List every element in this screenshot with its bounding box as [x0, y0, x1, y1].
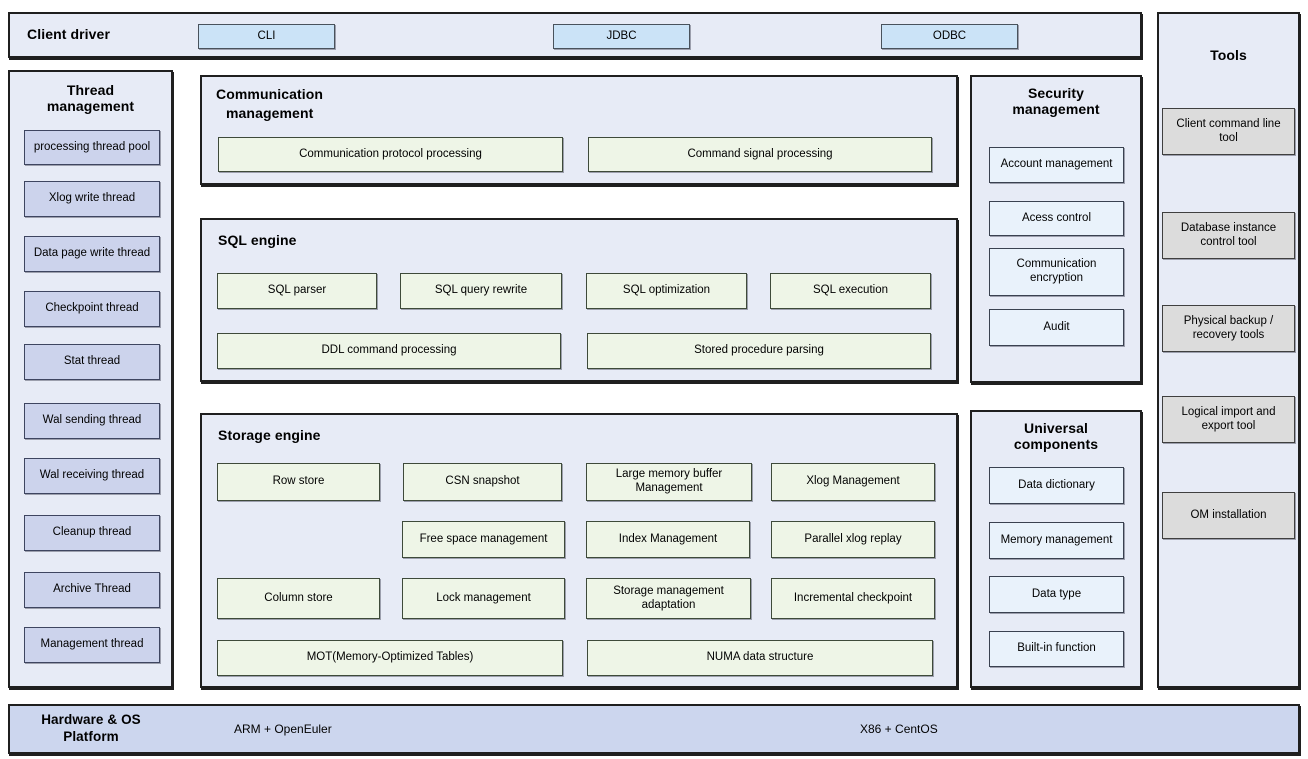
thread-item: Wal sending thread	[24, 403, 160, 439]
universal-item: Memory management	[989, 522, 1124, 559]
communication-management-panel: Communication management Communication p…	[200, 75, 958, 185]
sql-item: SQL execution	[770, 273, 931, 309]
client-driver-bar: Client driver CLI JDBC ODBC	[8, 12, 1142, 58]
tools-title: Tools	[1210, 47, 1247, 63]
tool-item: OM installation	[1162, 492, 1295, 539]
platform-item-x86: X86 + CentOS	[860, 722, 938, 736]
thread-item: Checkpoint thread	[24, 291, 160, 327]
sql-item: SQL query rewrite	[400, 273, 562, 309]
sql-item: Stored procedure parsing	[587, 333, 931, 369]
security-item: Communication encryption	[989, 248, 1124, 296]
tools-panel: Tools Client command line tool Database …	[1157, 12, 1300, 688]
storage-item: Row store	[217, 463, 380, 501]
storage-item: Column store	[217, 578, 380, 619]
platform-bar: Hardware & OS Platform ARM + OpenEuler X…	[8, 704, 1300, 754]
security-management-title: Security management	[1012, 85, 1100, 117]
thread-item: Archive Thread	[24, 572, 160, 608]
storage-item: Parallel xlog replay	[771, 521, 935, 558]
platform-title: Hardware & OS Platform	[41, 712, 141, 744]
communication-item: Communication protocol processing	[218, 137, 563, 172]
security-item: Audit	[989, 309, 1124, 346]
sql-item: SQL optimization	[586, 273, 747, 309]
security-item: Account management	[989, 147, 1124, 183]
universal-item: Data dictionary	[989, 467, 1124, 504]
thread-item: processing thread pool	[24, 130, 160, 165]
thread-item: Stat thread	[24, 344, 160, 380]
platform-item-arm: ARM + OpenEuler	[234, 722, 332, 736]
communication-management-title: Communication management	[216, 86, 324, 121]
client-driver-title: Client driver	[27, 26, 110, 43]
thread-item: Xlog write thread	[24, 181, 160, 217]
storage-item: Free space management	[402, 521, 565, 558]
sql-engine-title: SQL engine	[218, 232, 297, 248]
storage-item: Incremental checkpoint	[771, 578, 935, 619]
thread-item: Wal receiving thread	[24, 458, 160, 494]
storage-item: Xlog Management	[771, 463, 935, 501]
thread-item: Cleanup thread	[24, 515, 160, 551]
tool-item: Logical import and export tool	[1162, 396, 1295, 443]
thread-management-panel: Thread management processing thread pool…	[8, 70, 173, 688]
universal-item: Data type	[989, 576, 1124, 613]
tool-item: Client command line tool	[1162, 108, 1295, 155]
storage-engine-title: Storage engine	[218, 427, 321, 443]
jdbc-box: JDBC	[553, 24, 690, 49]
security-item: Acess control	[989, 201, 1124, 236]
communication-item: Command signal processing	[588, 137, 932, 172]
universal-components-panel: Universal components Data dictionary Mem…	[970, 410, 1142, 688]
thread-management-title: Thread management	[46, 82, 135, 114]
storage-item: Index Management	[586, 521, 750, 558]
storage-item: Storage management adaptation	[586, 578, 751, 619]
tool-item: Database instance control tool	[1162, 212, 1295, 259]
thread-item: Data page write thread	[24, 236, 160, 272]
universal-item: Built-in function	[989, 631, 1124, 667]
sql-item: SQL parser	[217, 273, 377, 309]
sql-item: DDL command processing	[217, 333, 561, 369]
security-management-panel: Security management Account management A…	[970, 75, 1142, 383]
storage-item: Large memory buffer Management	[586, 463, 752, 501]
cli-box: CLI	[198, 24, 335, 49]
storage-engine-panel: Storage engine Row store CSN snapshot La…	[200, 413, 958, 688]
storage-item: MOT(Memory-Optimized Tables)	[217, 640, 563, 676]
sql-engine-panel: SQL engine SQL parser SQL query rewrite …	[200, 218, 958, 382]
tool-item: Physical backup / recovery tools	[1162, 305, 1295, 352]
storage-item: Lock management	[402, 578, 565, 619]
universal-components-title: Universal components	[1013, 420, 1099, 452]
storage-item: NUMA data structure	[587, 640, 933, 676]
odbc-box: ODBC	[881, 24, 1018, 49]
storage-item: CSN snapshot	[403, 463, 562, 501]
thread-item: Management thread	[24, 627, 160, 663]
